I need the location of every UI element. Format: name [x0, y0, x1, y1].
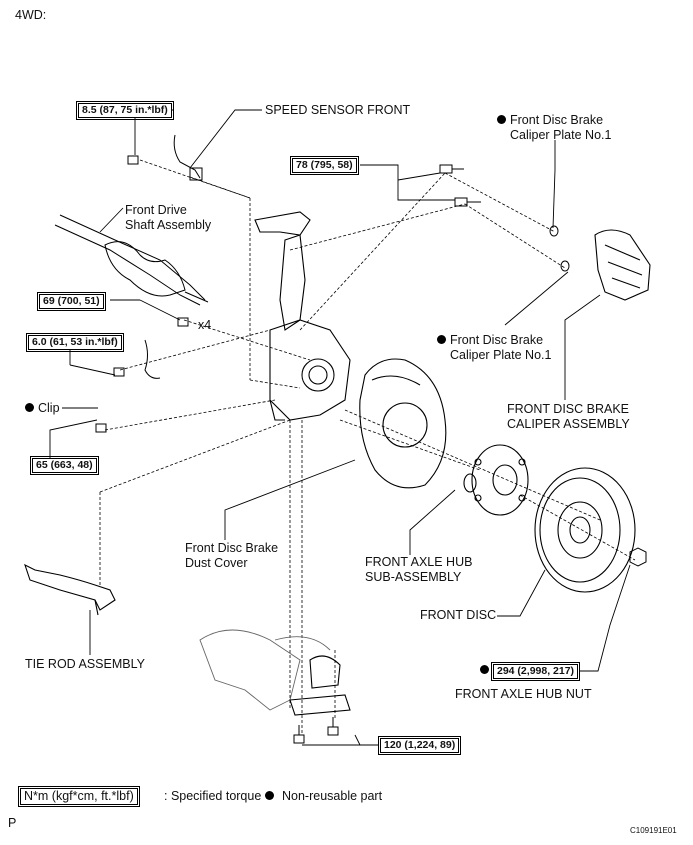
hub-nut-shape: [629, 547, 647, 567]
legend-nonreusable: Non-reusable part: [265, 789, 382, 804]
label-caliper-plate-top: Front Disc Brake Caliper Plate No.1: [497, 113, 611, 143]
torque-speed-sensor: 8.5 (87, 75 in.*lbf): [76, 101, 174, 120]
label-speed-sensor: SPEED SENSOR FRONT: [265, 103, 411, 117]
dust-cover: [359, 358, 447, 489]
legend-torque-box: N*m (kgf*cm, ft.*lbf): [18, 786, 140, 807]
torque-tie-rod-nut: 65 (663, 48): [30, 456, 99, 475]
legend-torque-text: : Specified torque: [164, 789, 262, 803]
axle-hub: [463, 444, 529, 516]
label-clip: Clip: [25, 401, 60, 416]
nonreusable-dot: [265, 791, 274, 800]
variant-label: 4WD:: [15, 8, 47, 22]
torque-sensor-bracket: 6.0 (61, 53 in.*lbf): [26, 333, 124, 352]
brake-disc: [534, 467, 636, 593]
speed-sensor: [144, 134, 203, 379]
tie-rod: [24, 563, 116, 616]
nonreusable-dot: [480, 665, 489, 674]
caliper-assembly: [594, 229, 651, 301]
ball-joint: [289, 655, 351, 716]
steering-knuckle: [254, 211, 351, 421]
caliper-plates: [549, 225, 570, 272]
torque-drive-shaft: 69 (700, 51): [37, 292, 106, 311]
nonreusable-dot: [497, 115, 506, 124]
lower-arm: [199, 629, 331, 711]
torque-caliper: 78 (795, 58): [290, 156, 359, 175]
page-letter: P: [8, 816, 17, 830]
label-times-4: x4: [198, 318, 212, 332]
label-caliper-plate-mid: Front Disc Brake Caliper Plate No.1: [437, 333, 551, 363]
label-hub-nut: FRONT AXLE HUB NUT: [455, 687, 592, 701]
hub-nut-torque-group: [480, 663, 493, 678]
nonreusable-dot: [437, 335, 446, 344]
bolts: [95, 155, 481, 744]
label-front-disc: FRONT DISC: [420, 608, 497, 622]
label-tie-rod: TIE ROD ASSEMBLY: [25, 657, 145, 671]
torque-hub-nut: 294 (2,998, 217): [490, 662, 581, 681]
nonreusable-dot: [25, 403, 34, 412]
drive-shaft: [54, 214, 209, 306]
torque-ball-joint: 120 (1,224, 89): [377, 736, 462, 755]
figure-id: C109191E01: [630, 826, 677, 835]
alignment-lines: [99, 159, 636, 735]
